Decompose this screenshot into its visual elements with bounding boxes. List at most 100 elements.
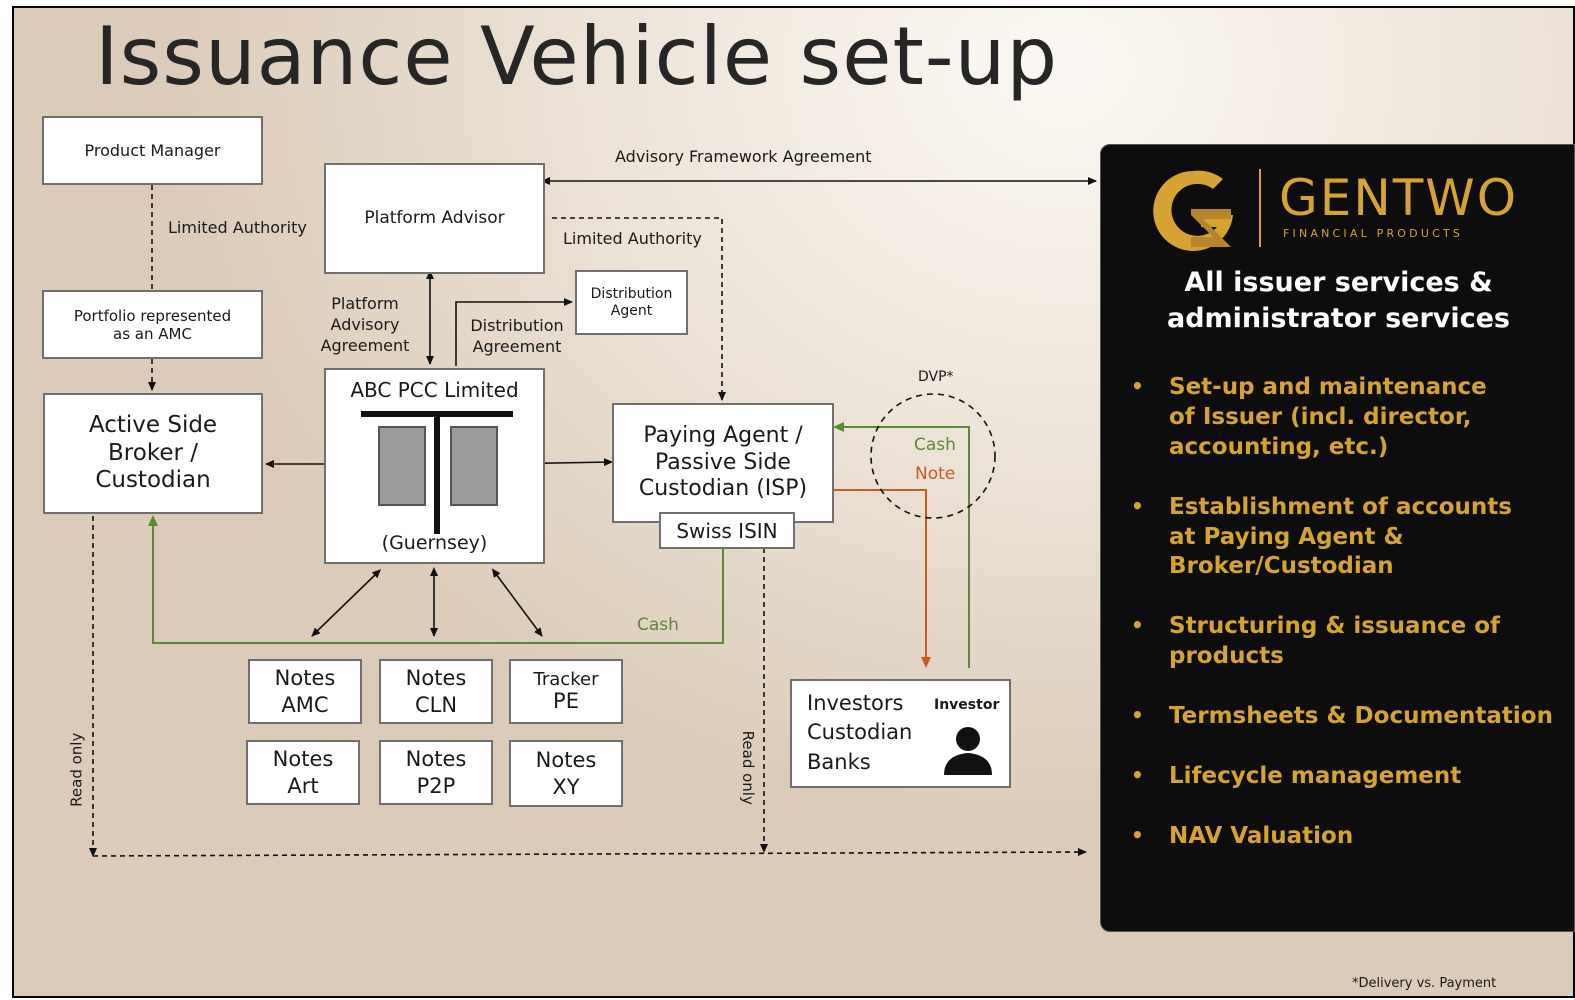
service-item: • Structuring & issuance of products bbox=[1131, 612, 1571, 672]
notes-amc-line1: Notes bbox=[274, 666, 336, 691]
panel-heading-line2: administrator services bbox=[1166, 303, 1511, 335]
label-read-only-left: Read only bbox=[67, 732, 86, 807]
service-6-line1: NAV Valuation bbox=[1169, 822, 1354, 849]
service-item: • Establishment of accounts at Paying Ag… bbox=[1131, 493, 1571, 583]
label-platform-advisory-line2: Advisory bbox=[330, 314, 400, 334]
notes-p2p-box: Notes P2P bbox=[379, 740, 493, 805]
notes-p2p-line1: Notes bbox=[405, 747, 467, 772]
dvp-circle bbox=[870, 393, 996, 519]
portfolio-label-line2: as an AMC bbox=[113, 324, 192, 343]
bullet-icon: • bbox=[1131, 822, 1144, 847]
investors-line1: Investors bbox=[807, 691, 904, 715]
service-5-line1: Lifecycle management bbox=[1169, 763, 1462, 790]
edge-abc-notes-right bbox=[491, 568, 543, 637]
notes-cln-box: Notes CLN bbox=[379, 659, 493, 724]
swiss-isin-label: Swiss ISIN bbox=[676, 518, 778, 543]
notes-xy-box: Notes XY bbox=[509, 740, 623, 807]
pcc-cell-left bbox=[378, 426, 426, 506]
tracker-pe-box: Tracker PE bbox=[509, 659, 623, 724]
notes-art-line2: Art bbox=[287, 773, 319, 798]
label-limited-authority-left: Limited Authority bbox=[168, 218, 307, 237]
abc-pcc-box: ABC PCC Limited (Guernsey) bbox=[324, 368, 545, 564]
product-manager-box: Product Manager bbox=[42, 116, 263, 185]
label-limited-authority-right: Limited Authority bbox=[563, 229, 702, 248]
page-title: Issuance Vehicle set-up bbox=[95, 10, 1059, 103]
edge-note-right bbox=[834, 489, 931, 668]
paying-agent-line2: Passive Side bbox=[655, 449, 791, 475]
edge-cash-bottom bbox=[148, 515, 724, 644]
label-dvp: DVP* bbox=[918, 369, 954, 385]
service-1-line3: accounting, etc.) bbox=[1169, 433, 1389, 460]
portfolio-box: Portfolio represented as an AMC bbox=[42, 290, 263, 359]
paying-agent-box: Paying Agent / Passive Side Custodian (I… bbox=[612, 403, 834, 523]
service-item: • Lifecycle management bbox=[1131, 762, 1571, 792]
active-side-box: Active Side Broker / Custodian bbox=[43, 393, 263, 514]
investors-line2: Custodian bbox=[807, 720, 913, 745]
swiss-isin-box: Swiss ISIN bbox=[659, 512, 795, 549]
label-cash-right: Cash bbox=[914, 435, 956, 455]
brand-separator bbox=[1259, 169, 1261, 247]
service-1-line2: of Issuer (incl. director, bbox=[1169, 403, 1472, 430]
edge-distribution bbox=[455, 298, 573, 366]
service-4-line1: Termsheets & Documentation bbox=[1169, 703, 1553, 730]
service-1-line1: Set-up and maintenance bbox=[1169, 374, 1487, 400]
pcc-cell-right bbox=[450, 426, 498, 506]
panel-heading: All issuer services & administrator serv… bbox=[1101, 265, 1575, 338]
abc-pcc-title: ABC PCC Limited bbox=[350, 378, 519, 402]
notes-xy-line2: XY bbox=[552, 774, 580, 799]
paying-agent-line1: Paying Agent / bbox=[643, 423, 803, 449]
bullet-icon: • bbox=[1131, 493, 1144, 518]
gentwo-panel: GENTWO FINANCIAL PRODUCTS All issuer ser… bbox=[1100, 144, 1575, 932]
notes-art-box: Notes Art bbox=[246, 740, 360, 805]
guernsey-label: (Guernsey) bbox=[381, 532, 488, 554]
service-2-line1: Establishment of accounts bbox=[1169, 493, 1512, 520]
edge-cash-right bbox=[833, 422, 970, 668]
notes-amc-box: Notes AMC bbox=[248, 659, 362, 724]
notes-cln-line1: Notes bbox=[405, 666, 467, 691]
distribution-agent-line1: Distribution bbox=[590, 285, 673, 302]
label-platform-advisory-line3: Agreement bbox=[320, 335, 410, 355]
bullet-icon: • bbox=[1131, 763, 1144, 788]
service-3-line1: Structuring & issuance of bbox=[1169, 613, 1500, 640]
brand-subtitle: FINANCIAL PRODUCTS bbox=[1283, 227, 1464, 240]
label-note-right: Note bbox=[915, 464, 956, 484]
panel-heading-line1: All issuer services & bbox=[1184, 267, 1493, 298]
service-item: • Set-up and maintenance of Issuer (incl… bbox=[1131, 373, 1571, 463]
bullet-icon: • bbox=[1131, 703, 1144, 728]
gentwo-logo-icon bbox=[1153, 170, 1233, 251]
label-cash-bottom: Cash bbox=[637, 615, 679, 635]
edge-read-only-bottom bbox=[92, 848, 1087, 857]
label-advisory-framework: Advisory Framework Agreement bbox=[615, 147, 872, 166]
services-list: • Set-up and maintenance of Issuer (incl… bbox=[1131, 373, 1571, 882]
active-side-line3: Custodian bbox=[95, 467, 211, 494]
investor-person-icon bbox=[944, 727, 992, 775]
notes-p2p-line2: P2P bbox=[416, 773, 456, 798]
bullet-icon: • bbox=[1131, 613, 1144, 638]
paying-agent-line3: Custodian (ISP) bbox=[638, 476, 808, 502]
tracker-pe-line1: Tracker bbox=[533, 669, 599, 691]
investors-line3: Banks bbox=[807, 749, 871, 774]
platform-advisor-box: Platform Advisor bbox=[324, 163, 545, 274]
service-3-line2: products bbox=[1169, 643, 1284, 670]
label-distribution-line2: Agreement bbox=[472, 336, 562, 356]
portfolio-label-line1: Portfolio represented bbox=[73, 306, 232, 325]
service-item: • NAV Valuation bbox=[1131, 822, 1571, 852]
service-2-line2: at Paying Agent & bbox=[1169, 523, 1404, 550]
active-side-line2: Broker / bbox=[108, 439, 198, 466]
platform-advisor-label: Platform Advisor bbox=[364, 208, 505, 229]
tracker-pe-line2: PE bbox=[553, 688, 579, 713]
investors-box: Investors Custodian Banks Investor bbox=[790, 679, 1011, 788]
notes-cln-line2: CLN bbox=[414, 692, 458, 717]
notes-amc-line2: AMC bbox=[281, 692, 329, 717]
label-read-only-right: Read only bbox=[738, 730, 757, 805]
label-distribution-line1: Distribution bbox=[470, 316, 564, 335]
active-side-line1: Active Side bbox=[88, 412, 218, 439]
notes-art-line1: Notes bbox=[272, 747, 334, 772]
brand-name: GENTWO bbox=[1279, 169, 1519, 227]
notes-xy-line1: Notes bbox=[535, 748, 597, 773]
footnote: *Delivery vs. Payment bbox=[1352, 976, 1497, 991]
distribution-agent-box: Distribution Agent bbox=[575, 270, 688, 335]
label-platform-advisory: Platform Advisory Agreement bbox=[310, 294, 420, 356]
investor-title: Investor bbox=[934, 697, 1000, 713]
bullet-icon: • bbox=[1131, 374, 1144, 398]
